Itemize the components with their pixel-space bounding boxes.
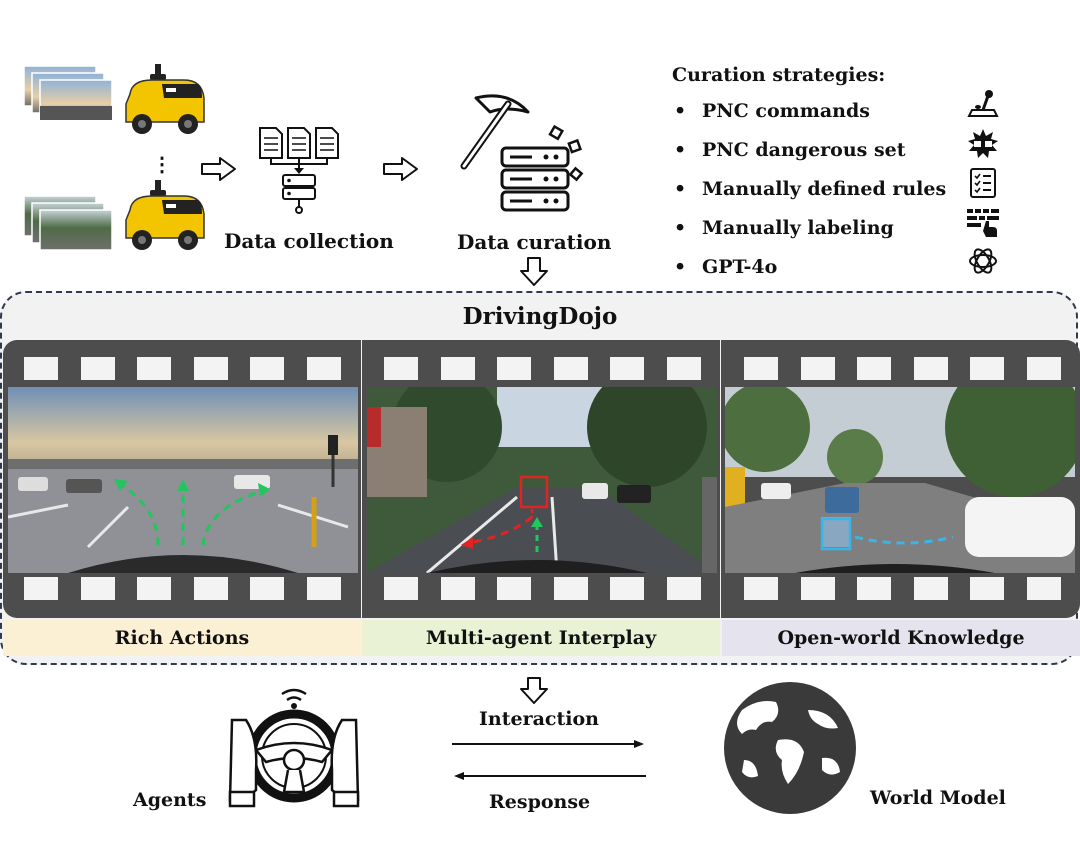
bullet: • [674, 100, 687, 122]
sprocket-hole [610, 577, 644, 600]
keyboard-hand-icon [967, 209, 999, 237]
sprocket-hole [970, 357, 1004, 380]
steering-wheel-agent-icon [228, 688, 360, 808]
sprocket-hole [666, 357, 701, 380]
response-label: Response [489, 791, 591, 813]
data-collection-label: Data collection [224, 229, 394, 253]
drivingdojo-title: DrivingDojo [462, 303, 618, 330]
list-item: • Manually defined rules [672, 168, 1052, 217]
sprocket-hole [553, 577, 588, 600]
curation-strategies-list: • PNC commands • PNC dangerous set • Man… [672, 90, 1052, 295]
sprocket-hole [306, 577, 341, 600]
strategy-label: Manually labeling [702, 217, 894, 239]
sprocket-hole [800, 357, 835, 380]
data-curation-icon [460, 94, 584, 212]
sprocket-hole [744, 357, 778, 380]
sprocket-hole [193, 357, 228, 380]
sprocket-hole [80, 577, 115, 600]
frame-label-multi-agent: Multi-agent Interplay [362, 620, 720, 656]
interaction-response-arrows [452, 740, 646, 780]
sprocket-hole [1026, 357, 1061, 380]
sprocket-hole [497, 357, 531, 380]
sprocket-hole [800, 577, 835, 600]
strategy-label: PNC dangerous set [702, 139, 906, 161]
joystick-icon [967, 90, 999, 117]
data-curation-label: Data curation [457, 230, 612, 254]
sprocket-hole [440, 577, 475, 600]
street-photo-stack [24, 196, 113, 251]
checklist-icon [970, 168, 996, 198]
strategy-label: GPT-4o [702, 256, 778, 278]
sprocket-hole [497, 577, 531, 600]
sprocket-hole [193, 577, 228, 600]
list-item: • PNC dangerous set [672, 129, 1052, 178]
sprocket-hole [306, 357, 341, 380]
sprocket-hole [857, 577, 891, 600]
sprocket-hole [553, 357, 588, 380]
sprocket-hole [913, 357, 948, 380]
sprocket-hole [1026, 577, 1061, 600]
right-arrow-icon [201, 157, 236, 181]
sprocket-hole [24, 357, 58, 380]
sprocket-hole [666, 577, 701, 600]
down-arrow-icon [520, 677, 548, 704]
autonomous-vehicle-icon [125, 64, 205, 134]
vertical-ellipsis: ⋮ [152, 152, 172, 176]
frame-label-rich-actions: Rich Actions [3, 620, 361, 656]
sprocket-hole [384, 357, 418, 380]
down-arrow-icon [520, 257, 548, 286]
list-item: • GPT-4o [672, 248, 1052, 295]
sprocket-hole [80, 357, 115, 380]
sprocket-hole [440, 357, 475, 380]
multi-agent-scene [367, 387, 717, 573]
data-collection-icon [259, 127, 339, 214]
world-model-label: World Model [870, 787, 1006, 809]
bullet: • [674, 139, 687, 161]
sprocket-hole [137, 577, 171, 600]
sprocket-hole [250, 577, 284, 600]
sprocket-hole [970, 577, 1004, 600]
strategy-label: PNC commands [702, 100, 870, 122]
sprocket-hole [913, 577, 948, 600]
sprocket-hole [24, 577, 58, 600]
sprocket-hole [744, 577, 778, 600]
bullet: • [674, 217, 687, 239]
bullet: • [674, 256, 687, 278]
sunset-photo-stack [24, 66, 113, 121]
sprocket-hole [857, 357, 891, 380]
list-item: • Manually labeling [672, 209, 1052, 256]
agents-label: Agents [133, 789, 207, 811]
interaction-label: Interaction [479, 708, 599, 730]
bullet: • [674, 178, 687, 200]
frame-label-open-world: Open-world Knowledge [722, 620, 1080, 656]
autonomous-vehicle-icon [125, 180, 205, 250]
collision-icon [968, 129, 998, 158]
globe-world-model-icon [724, 682, 856, 814]
sprocket-hole [137, 357, 171, 380]
strategy-label: Manually defined rules [702, 178, 947, 200]
openai-icon [969, 248, 997, 274]
right-arrow-icon [383, 157, 418, 181]
list-item: • PNC commands [672, 90, 1052, 139]
sprocket-hole [610, 357, 644, 380]
open-world-scene [725, 387, 1075, 573]
curation-strategies-title: Curation strategies: [672, 64, 886, 86]
sprocket-hole [384, 577, 418, 600]
sprocket-hole [250, 357, 284, 380]
rich-actions-scene [8, 387, 358, 573]
